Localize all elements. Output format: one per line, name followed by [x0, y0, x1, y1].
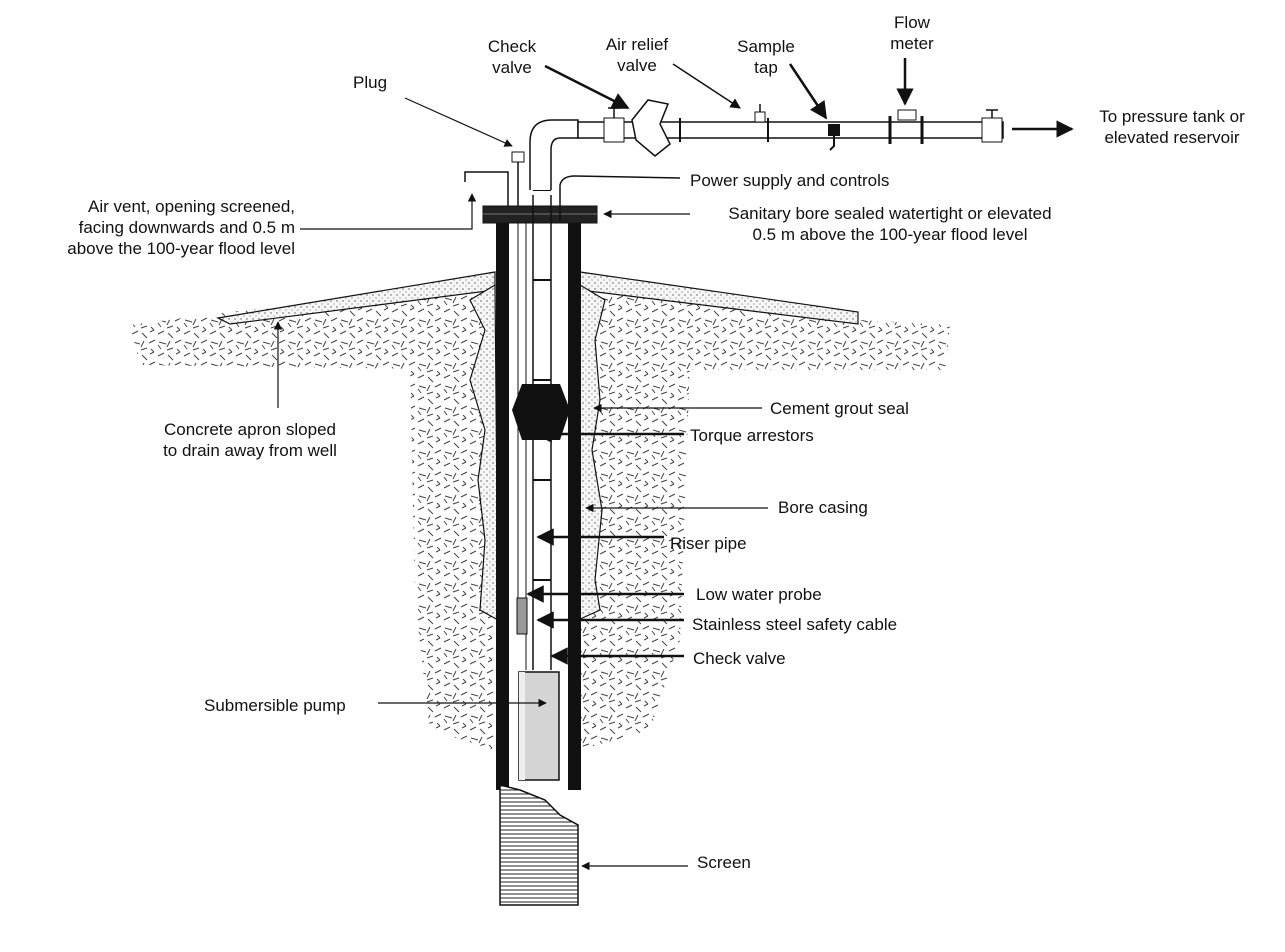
leader-lines	[273, 58, 1074, 871]
label-submersible-pump: Submersible pump	[204, 696, 346, 715]
label-cement-grout: Cement grout seal	[770, 399, 909, 418]
label-torque-arrestors: Torque arrestors	[690, 426, 814, 445]
well-screen	[499, 784, 579, 906]
submersible-pump-shape	[518, 671, 560, 781]
sample-tap-shape	[828, 124, 840, 151]
label-plug: Plug	[353, 73, 388, 92]
label-air-relief-valve: Air relief valve	[605, 35, 669, 75]
label-air-vent: Air vent, opening screened, facing downw…	[67, 197, 295, 258]
flow-meter-shape	[888, 109, 924, 144]
check-valve-top-shape	[631, 99, 671, 157]
label-power-supply: Power supply and controls	[690, 171, 890, 190]
bore-casing	[496, 222, 581, 790]
label-sample-tap: Sample tap	[737, 37, 795, 77]
gate-valve-left	[603, 107, 625, 143]
power-cable	[559, 175, 681, 222]
label-riser-pipe: Riser pipe	[670, 534, 747, 553]
torque-arrestor-shape	[512, 384, 570, 440]
label-flow-meter: Flow meter	[890, 13, 934, 53]
plug-shape	[511, 151, 525, 206]
label-sanitary-seal: Sanitary bore sealed watertight or eleva…	[728, 204, 1052, 244]
label-safety-cable: Stainless steel safety cable	[692, 615, 898, 634]
label-check-valve-lower: Check valve	[693, 649, 786, 668]
label-concrete-apron: Concrete apron sloped to drain away from…	[163, 420, 337, 460]
discharge-pipe	[577, 121, 1004, 139]
gate-valve-right	[981, 109, 1003, 143]
label-check-valve-top: Check valve	[487, 37, 537, 77]
label-screen: Screen	[697, 853, 751, 872]
label-bore-casing: Bore casing	[778, 498, 868, 517]
air-relief-valve-shape	[754, 104, 766, 123]
pipe-elbow	[529, 119, 579, 190]
low-water-probe-shape	[516, 597, 528, 635]
air-vent-pipe	[464, 171, 509, 206]
label-to-tank: To pressure tank or elevated reservoir	[1099, 107, 1245, 147]
ground-soil	[130, 282, 950, 750]
label-low-water-probe: Low water probe	[696, 585, 822, 604]
